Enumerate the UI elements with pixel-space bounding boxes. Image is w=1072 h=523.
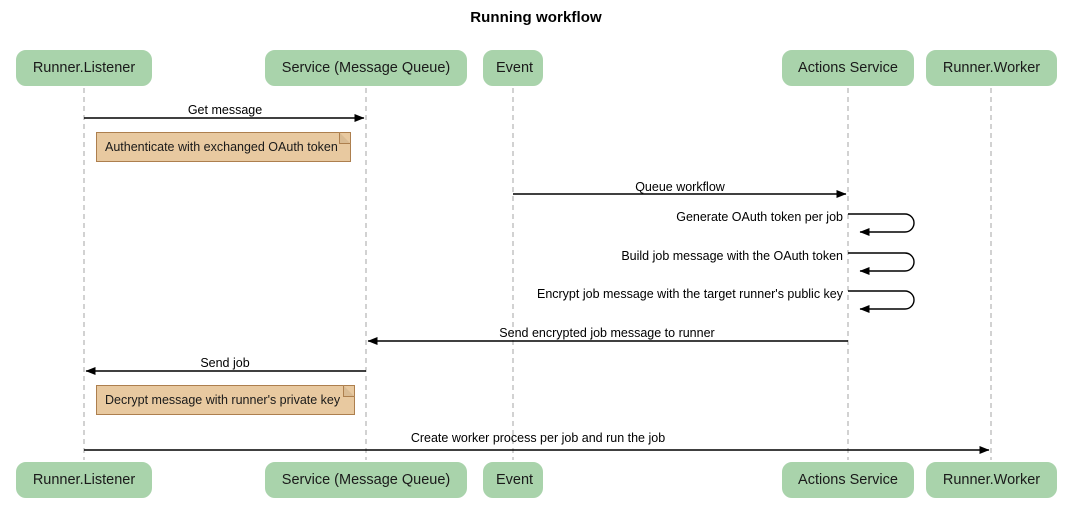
note-decrypt: Decrypt message with runner's private ke… — [96, 385, 355, 415]
participant-service-message-queue-top[interactable]: Service (Message Queue) — [265, 50, 467, 86]
message-label-send-job: Send job — [200, 356, 250, 370]
participant-label: Runner.Worker — [942, 60, 1041, 76]
message-label-create-worker-process: Create worker process per job and run th… — [410, 431, 666, 445]
page-title: Running workflow — [470, 9, 602, 26]
participant-label: Event — [496, 60, 534, 76]
participant-label: Service (Message Queue) — [281, 472, 451, 488]
note-label: Authenticate with exchanged OAuth token — [105, 140, 338, 154]
participant-event-bottom[interactable]: Event — [483, 462, 543, 498]
message-label-queue-workflow: Queue workflow — [635, 180, 725, 194]
participant-label: Event — [496, 472, 534, 488]
participant-runner-listener-bottom[interactable]: Runner.Listener — [16, 462, 152, 498]
participant-label: Service (Message Queue) — [281, 60, 451, 76]
participant-runner-listener-top[interactable]: Runner.Listener — [16, 50, 152, 86]
message-label-build-job-message: Build job message with the OAuth token — [621, 249, 843, 263]
participant-actions-service-top[interactable]: Actions Service — [782, 50, 914, 86]
participant-label: Actions Service — [798, 472, 898, 488]
message-label-generate-oauth-token-per-job: Generate OAuth token per job — [676, 210, 843, 224]
participant-event-top[interactable]: Event — [483, 50, 543, 86]
message-label-send-encrypted-job-message: Send encrypted job message to runner — [499, 326, 715, 340]
lifelines — [83, 88, 992, 460]
note-label: Decrypt message with runner's private ke… — [105, 393, 341, 407]
note-fold-corner-icon — [343, 385, 355, 397]
participant-runner-worker-top[interactable]: Runner.Worker — [926, 50, 1057, 86]
note-authenticate: Authenticate with exchanged OAuth token — [96, 132, 351, 162]
note-fold-corner-icon — [339, 132, 351, 144]
participant-label: Runner.Worker — [942, 472, 1041, 488]
participant-actions-service-bottom[interactable]: Actions Service — [782, 462, 914, 498]
participant-runner-worker-bottom[interactable]: Runner.Worker — [926, 462, 1057, 498]
message-label-encrypt-job-message: Encrypt job message with the target runn… — [536, 287, 843, 301]
arrow-encrypt-job-message — [848, 290, 915, 313]
participant-label: Runner.Listener — [32, 60, 136, 76]
participant-service-message-queue-bottom[interactable]: Service (Message Queue) — [265, 462, 467, 498]
arrow-build-job-message — [848, 252, 915, 275]
message-arrows — [84, 114, 990, 454]
participant-label: Runner.Listener — [32, 472, 136, 488]
participant-label: Actions Service — [798, 60, 898, 76]
message-label-get-message: Get message — [187, 103, 263, 117]
arrow-generate-oauth-token-per-job — [848, 213, 915, 236]
